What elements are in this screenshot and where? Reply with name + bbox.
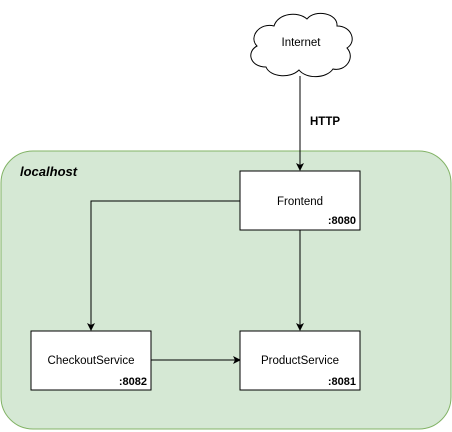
- frontend-label: Frontend: [277, 196, 323, 208]
- internet-label: Internet: [282, 37, 322, 49]
- frontend-port: :8080: [328, 215, 356, 227]
- http-edge-label: HTTP: [310, 116, 340, 128]
- product-service-port: :8081: [328, 376, 356, 388]
- internet-cloud-icon: [250, 12, 353, 78]
- edge-frontend-to-checkout: [87, 200, 240, 331]
- localhost-group-label: localhost: [20, 164, 78, 179]
- checkout-service-label: CheckoutService: [48, 355, 135, 367]
- product-service-node[interactable]: ProductService :8081: [239, 330, 361, 391]
- product-service-label: ProductService: [261, 355, 339, 367]
- frontend-node[interactable]: Frontend :8080: [239, 170, 361, 231]
- checkout-service-node[interactable]: CheckoutService :8082: [30, 330, 152, 391]
- checkout-service-port: :8082: [119, 376, 147, 388]
